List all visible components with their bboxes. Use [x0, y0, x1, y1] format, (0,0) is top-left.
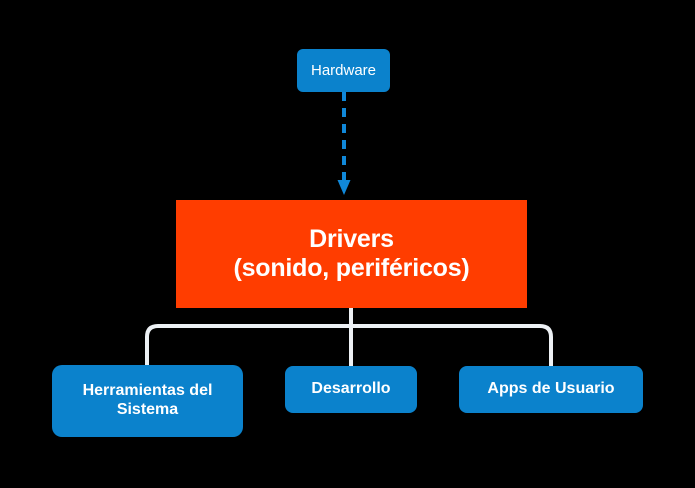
node-drivers-label: Drivers (sonido, periféricos)	[233, 224, 470, 283]
connector-drivers-to-children	[145, 308, 553, 366]
node-herramientas-del-sistema-label: Herramientas del Sistema	[82, 382, 213, 418]
branch-right	[351, 324, 553, 366]
connector-hardware-to-drivers	[337, 92, 351, 195]
node-hardware-label: Hardware	[310, 61, 377, 79]
branch-left	[145, 324, 351, 366]
node-desarrollo[interactable]: Desarrollo	[285, 366, 417, 413]
arrowhead-down-icon	[337, 180, 351, 195]
node-desarrollo-label: Desarrollo	[311, 380, 391, 398]
node-herramientas-del-sistema[interactable]: Herramientas del Sistema	[52, 365, 243, 437]
node-drivers[interactable]: Drivers (sonido, periféricos)	[176, 200, 527, 308]
node-apps-de-usuario-label: Apps de Usuario	[487, 380, 615, 398]
node-hardware[interactable]: Hardware	[297, 49, 390, 92]
node-apps-de-usuario[interactable]: Apps de Usuario	[459, 366, 643, 413]
